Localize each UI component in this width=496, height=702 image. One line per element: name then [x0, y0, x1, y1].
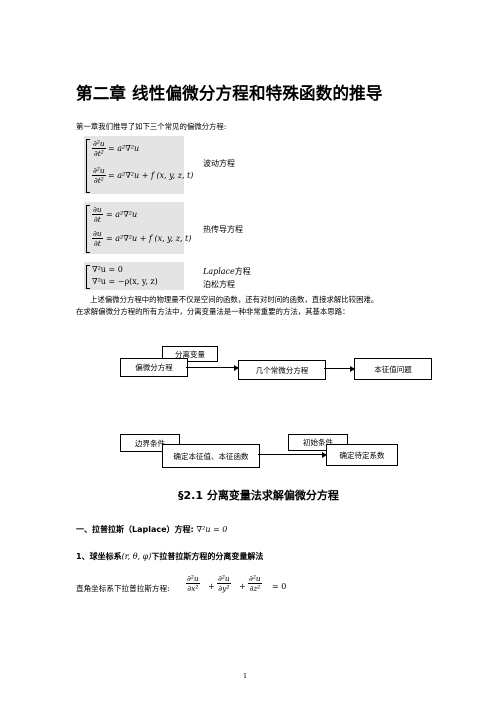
flow-arrow-3: [258, 451, 327, 458]
heat-equation-label: 热传导方程: [203, 225, 243, 234]
laplace-eq: ∇²u = 0: [92, 265, 123, 274]
heading-spherical: 1、球坐标系(r, θ, φ)下拉普拉斯方程的分离变量解法: [76, 552, 264, 561]
flow-arrow-2: [324, 365, 355, 372]
paragraph-line-1: 上述偏微分方程中的物理量不仅是空间的函数，还有对时间的函数，直接求解比较困难。: [90, 295, 379, 304]
cartesian-plus-1: +: [208, 582, 215, 591]
flow-arrow-1: [186, 364, 239, 371]
heat-equation-box: ∂u ∂t = a²∇²u ∂u ∂t = a²∇²u + f (x, y, z…: [84, 202, 191, 254]
cartesian-term-z: ∂²u ∂z²: [248, 574, 262, 593]
wave-equation-box: ∂²u ∂t² = a²∇²u ∂²u ∂t² = a²∇²u + f (x, …: [84, 136, 193, 194]
page-number: 1: [243, 672, 248, 680]
flow-box-determine-coefficients: 确定待定系数: [326, 444, 398, 466]
flow-box-pde: 偏微分方程: [120, 358, 188, 377]
intro-text: 第一章我们推导了如下三个常见的偏微分方程:: [76, 122, 227, 131]
wave-equation-label: 波动方程: [203, 159, 235, 168]
heat-eq1-rhs: = a²∇²u: [106, 210, 138, 219]
poisson-equation-label: 泊松方程: [203, 280, 235, 289]
cartesian-plus-2: +: [239, 582, 246, 591]
paragraph-line-2: 在求解偏微分方程的所有方法中，分离变量法是一种非常重要的方法，其基本思路：: [76, 307, 350, 316]
chapter-title: 第二章 线性偏微分方程和特殊函数的推导: [76, 84, 383, 103]
cartesian-laplace-label: 直角坐标系下拉普拉斯方程:: [76, 584, 170, 593]
poisson-eq: ∇²u = −ρ(x, y, z): [92, 277, 158, 286]
wave-eq2-rhs: = a²∇²u + f (x, y, z, t): [108, 171, 194, 180]
heat-eq1-fraction: ∂u ∂t: [92, 205, 103, 224]
cartesian-term-x: ∂²u ∂x²: [186, 574, 200, 593]
wave-eq1-fraction: ∂²u ∂t²: [92, 139, 106, 158]
cartesian-rhs: = 0: [272, 582, 287, 591]
heading-laplace: 一、拉普拉斯（Laplace）方程: ∇²u = 0: [76, 525, 228, 534]
wave-eq2-fraction: ∂²u ∂t²: [92, 166, 106, 185]
heat-eq2-rhs: = a²∇²u + f (x, y, z, t): [106, 234, 192, 243]
flow-box-odes: 几个常微分方程: [238, 360, 326, 380]
laplace-equation-label: Laplace方程: [203, 267, 251, 276]
section-title: §2.1 分离变量法求解偏微分方程: [178, 489, 339, 502]
wave-eq1-rhs: = a²∇²u: [108, 144, 140, 153]
flow-box-eigen-problem: 本征值问题: [354, 358, 432, 380]
cartesian-term-y: ∂²u ∂y²: [217, 574, 231, 593]
flow-box-determine-eigen: 确定本征值、本征函数: [162, 444, 260, 468]
heat-eq2-fraction: ∂u ∂t: [92, 229, 103, 248]
laplace-equation-box: ∇²u = 0 ∇²u = −ρ(x, y, z): [84, 262, 184, 290]
